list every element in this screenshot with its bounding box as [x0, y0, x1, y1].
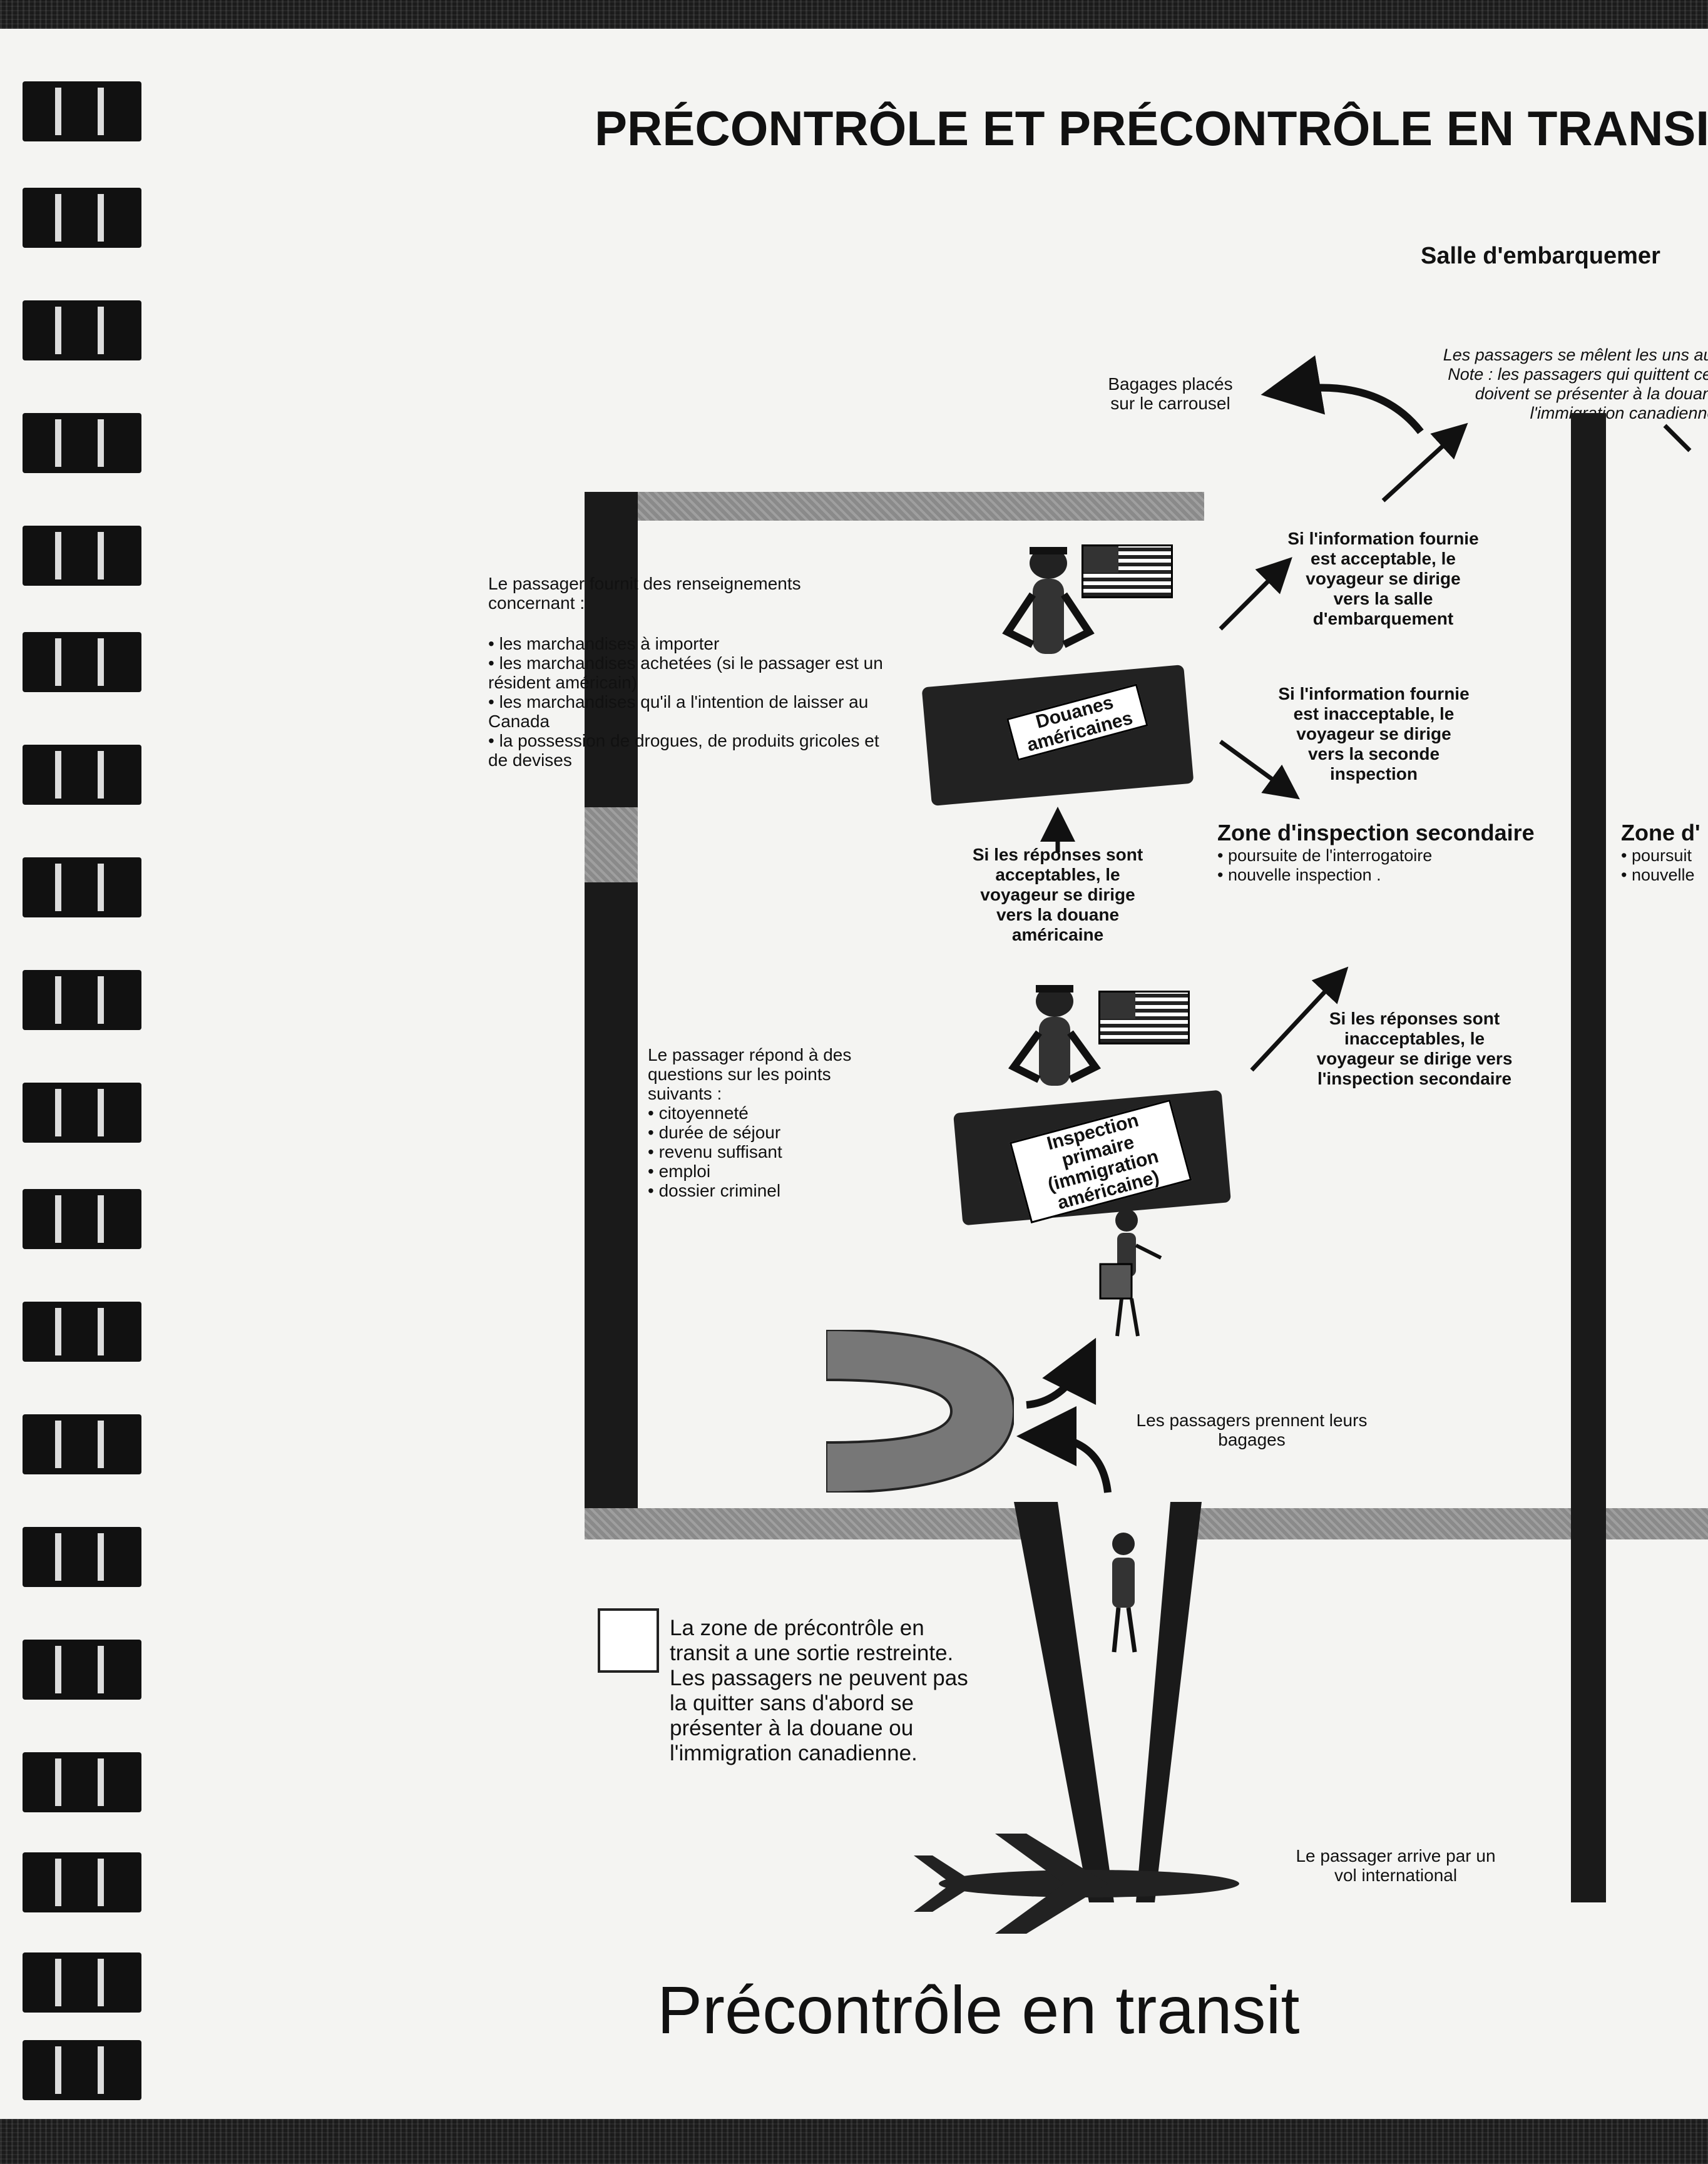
boarding-hall-note: Les passagers se mêlent les uns aux Note…	[1443, 345, 1708, 422]
airplane-icon	[914, 1834, 1239, 1934]
customs-info-item: les marchandises achetées (si le passage…	[488, 653, 889, 692]
us-flag-icon	[1098, 991, 1190, 1044]
baggage-carousel-label: Bagages placés sur le carrousel	[1108, 374, 1233, 413]
entry-corridor	[1014, 1502, 1202, 1902]
arriving-passenger-icon	[1112, 1533, 1137, 1653]
customs-unacceptable-text: Si l'information fournie est inacceptabl…	[1278, 684, 1470, 783]
customs-info-item: les marchandises à importer	[488, 634, 889, 653]
legend-text: La zone de précontrôle en transit a une …	[670, 1616, 968, 1765]
bottom-wall-left	[585, 1508, 1048, 1539]
customs-officer-icon	[1002, 547, 1095, 654]
customs-info-item: la possession de drogues, de produits gr…	[488, 731, 889, 770]
secondary-inspection-partial: Zone d' poursuit nouvelle	[1621, 820, 1708, 885]
customs-info: Le passager fournit des renseignements c…	[488, 574, 889, 770]
baggage-carousel-icon	[826, 1330, 1014, 1493]
primary-to-customs-text: Si les réponses sont acceptables, le voy…	[972, 845, 1143, 944]
primary-questions: Le passager répond à des questions sur l…	[648, 1045, 911, 1200]
bottom-scan-band	[0, 2119, 1708, 2164]
passenger-with-luggage-icon	[1099, 1209, 1162, 1337]
left-wall-gap	[585, 807, 638, 882]
bottom-wall-right	[1170, 1508, 1708, 1539]
customs-acceptable-text: Si l'information fournie est acceptable,…	[1287, 529, 1479, 628]
top-scan-band	[0, 0, 1708, 29]
collect-baggage-label: Les passagers prennent leurs bagages	[1136, 1411, 1368, 1449]
right-wall	[1571, 413, 1606, 1902]
top-wall-left	[585, 492, 1204, 521]
arrival-label: Le passager arrive par un vol internatio…	[1296, 1846, 1496, 1885]
customs-desk-label: Douanes américaines	[1006, 683, 1148, 761]
immigration-officer-icon	[1008, 985, 1102, 1086]
secondary-inspection: Zone d'inspection secondaire poursuite d…	[1217, 820, 1568, 885]
secondary-inspection-title: Zone d'inspection secondaire	[1217, 820, 1535, 845]
legend-swatch	[598, 1608, 659, 1673]
page-caption: Précontrôle en transit	[657, 1972, 1300, 2048]
customs-desk: Douanes américaines	[921, 665, 1194, 806]
boarding-hall-title: Salle d'embarquemer	[1421, 243, 1660, 269]
primary-to-secondary-text: Si les réponses sont inacceptables, le v…	[1316, 1009, 1513, 1088]
us-flag-icon	[1082, 544, 1173, 598]
page-title: PRÉCONTRÔLE ET PRÉCONTRÔLE EN TRANSI	[595, 101, 1708, 156]
customs-info-item: les marchandises qu'il a l'intention de …	[488, 692, 889, 731]
